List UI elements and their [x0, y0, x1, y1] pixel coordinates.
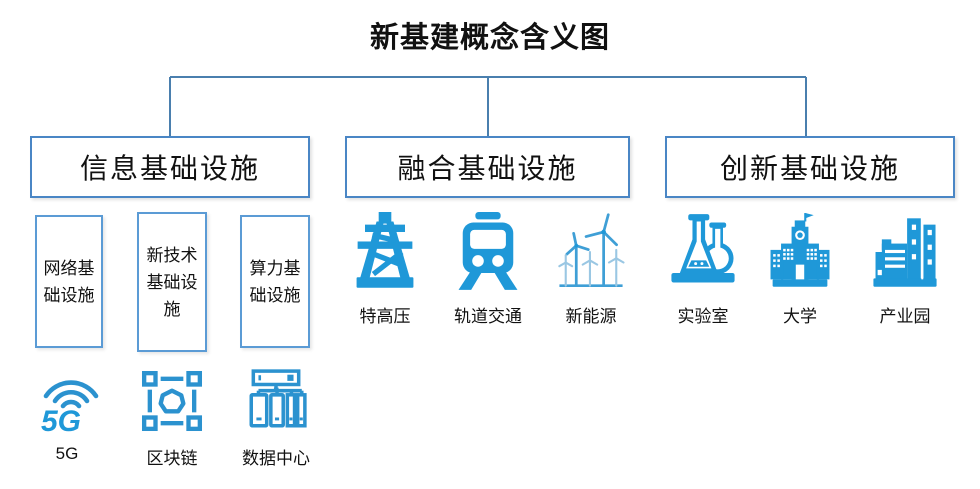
- item-label: 轨道交通: [454, 307, 522, 326]
- sub-box-new-tech-infrastructure: 新技术基础设施: [137, 212, 207, 352]
- item-label: 新能源: [565, 307, 617, 326]
- sub-box-computing-infrastructure: 算力基础设施: [240, 215, 310, 348]
- sub-box-label: 网络基础设施: [43, 258, 95, 305]
- branch-box-converged-infrastructure: 融合基础设施: [345, 136, 630, 198]
- data-center-icon: [243, 362, 309, 434]
- train-icon: [454, 212, 522, 292]
- list-item-university: 大学: [752, 212, 848, 327]
- laboratory-flask-icon: [669, 212, 737, 292]
- item-label: 数据中心: [242, 449, 310, 468]
- branch-box-innovation-infrastructure: 创新基础设施: [665, 136, 955, 198]
- power-tower-icon: [351, 212, 419, 292]
- list-item-data-center: 数据中心: [228, 362, 324, 469]
- blockchain-icon: [139, 362, 205, 434]
- page-title: 新基建概念含义图: [369, 22, 610, 54]
- item-label: 区块链: [146, 449, 198, 468]
- list-item-blockchain: 区块链: [124, 362, 220, 469]
- list-item-new-energy: 新能源: [543, 212, 639, 327]
- list-item-uhv-power: 特高压: [337, 212, 433, 327]
- item-label: 特高压: [359, 307, 411, 326]
- branch-box-information-infrastructure: 信息基础设施: [30, 136, 310, 198]
- 5g-signal-icon: 5G: [34, 362, 100, 434]
- list-item-industrial-park: 产业园: [857, 212, 953, 327]
- branch-label: 创新基础设施: [719, 153, 900, 184]
- sub-box-label: 算力基础设施: [249, 258, 301, 305]
- list-item-laboratory: 实验室: [655, 212, 751, 327]
- item-label: 大学: [783, 307, 817, 326]
- wind-turbine-icon: [557, 212, 625, 292]
- item-label: 5G: [55, 444, 79, 463]
- tree-connector-lines: [169, 76, 807, 137]
- university-icon: [766, 212, 834, 292]
- 5g-icon-text: 5G: [41, 405, 81, 434]
- branch-label: 信息基础设施: [79, 153, 260, 184]
- list-item-rail-transit: 轨道交通: [440, 212, 536, 327]
- industrial-park-icon: [871, 212, 939, 292]
- branch-label: 融合基础设施: [397, 153, 578, 184]
- list-item-5g: 5G 5G: [19, 362, 115, 464]
- item-label: 实验室: [677, 307, 729, 326]
- sub-box-label: 新技术基础设施: [146, 245, 198, 319]
- sub-box-network-infrastructure: 网络基础设施: [35, 215, 103, 348]
- item-label: 产业园: [879, 307, 931, 326]
